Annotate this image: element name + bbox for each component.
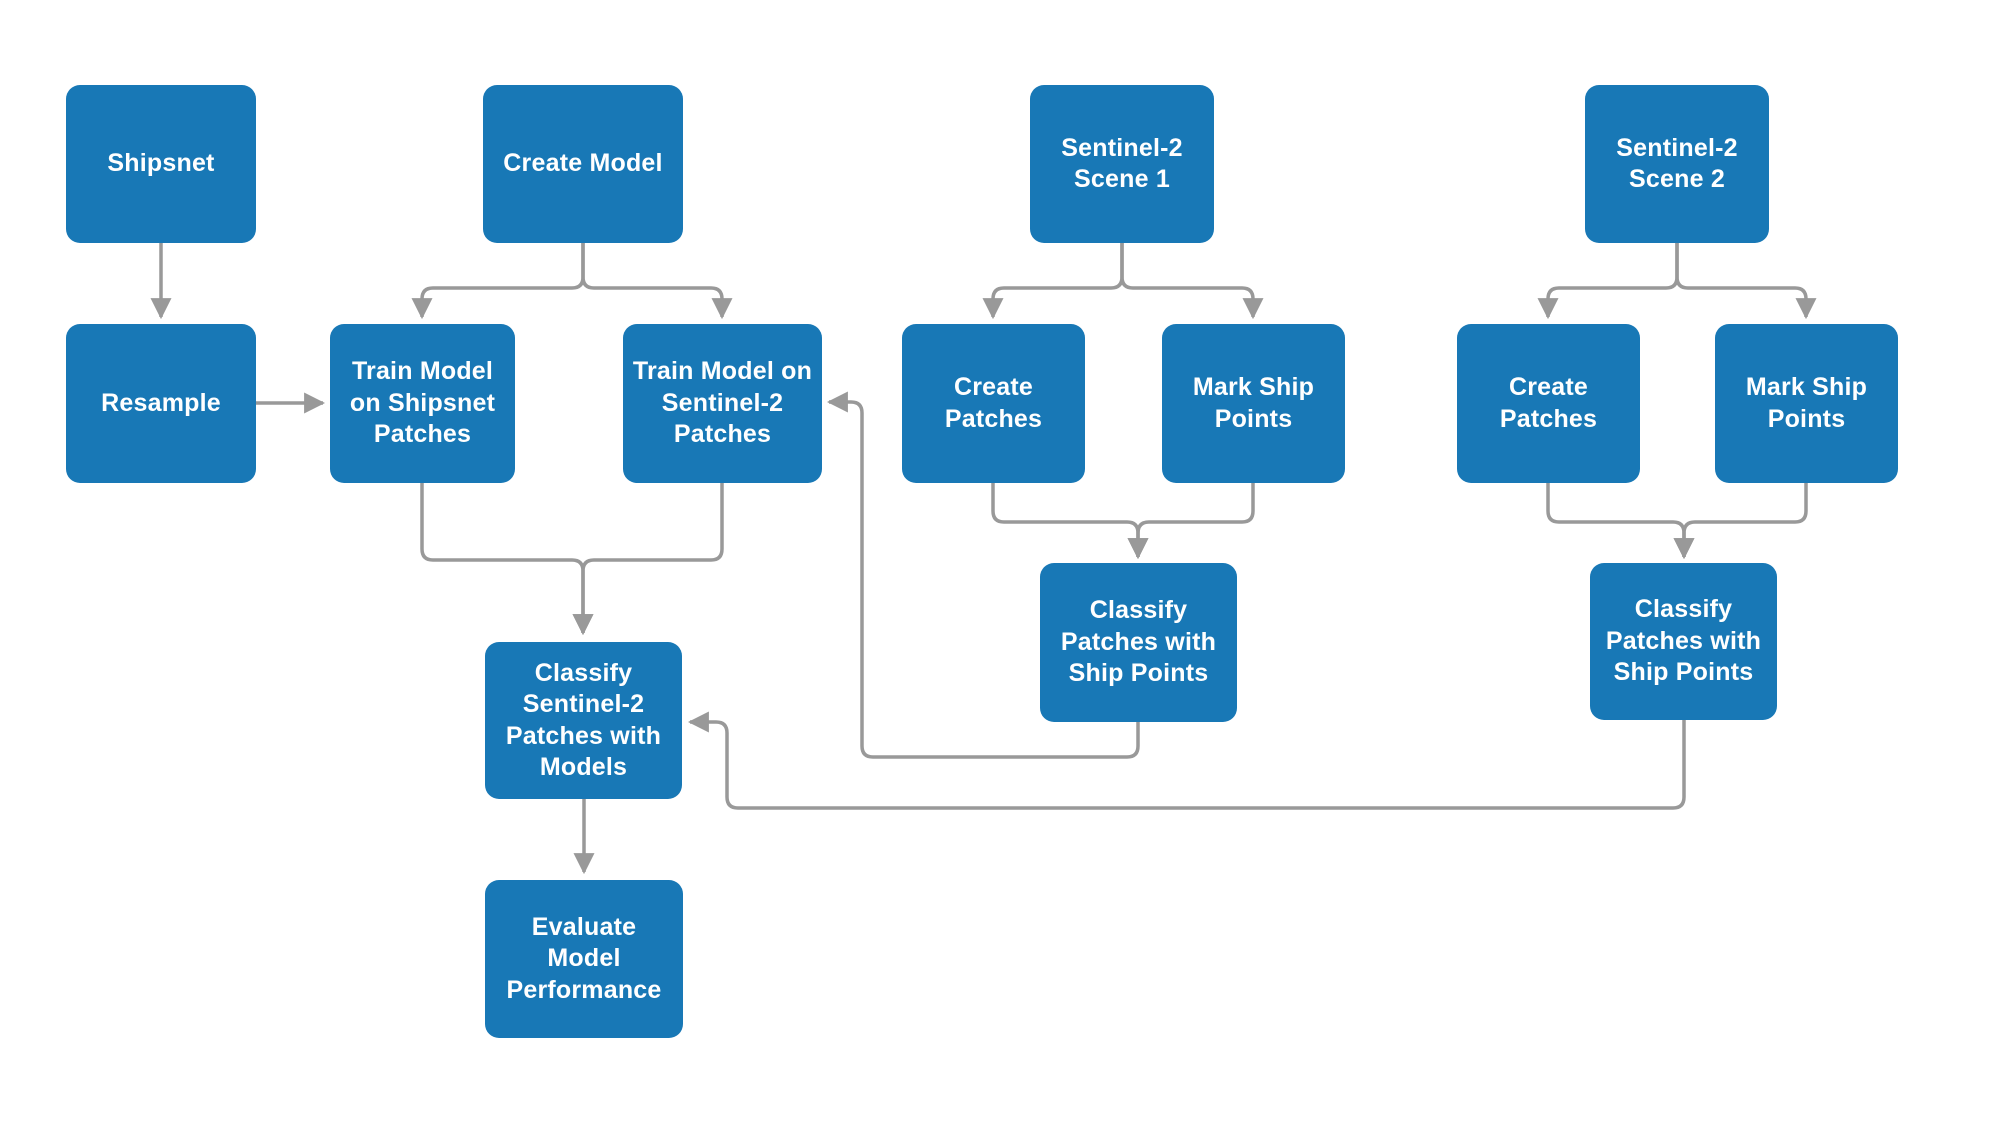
edge-scene2-to-create-patches-2 bbox=[1537, 243, 1679, 320]
edge-scene2-to-mark-ship-2 bbox=[1675, 243, 1817, 320]
node-sentinel2-scene-1-label: Sentinel-2 Scene 1 bbox=[1061, 133, 1183, 194]
node-create-model[interactable]: Create Model bbox=[483, 85, 683, 243]
node-create-patches-scene-2[interactable]: Create Patches bbox=[1457, 324, 1640, 483]
node-sentinel2-scene-1[interactable]: Sentinel-2 Scene 1 bbox=[1030, 85, 1214, 243]
edge-classify-sp-2-to-classify-models bbox=[687, 711, 1686, 810]
edge-mark-ship-2-to-classify-sp-2 bbox=[1673, 483, 1808, 560]
edge-create-model-to-train-sentinel bbox=[581, 243, 733, 320]
node-classify-sentinel2-patches-with-models-label: Classify Sentinel-2 Patches with Models bbox=[505, 658, 662, 782]
node-classify-sentinel2-patches-with-models[interactable]: Classify Sentinel-2 Patches with Models bbox=[485, 642, 682, 799]
node-train-model-on-shipsnet-patches[interactable]: Train Model on Shipsnet Patches bbox=[330, 324, 515, 483]
edge-scene1-to-create-patches-1 bbox=[982, 243, 1124, 320]
node-shipsnet[interactable]: Shipsnet bbox=[66, 85, 256, 243]
node-create-patches-scene-2-label: Create Patches bbox=[1499, 373, 1598, 433]
node-sentinel2-scene-2-label: Sentinel-2 Scene 2 bbox=[1616, 133, 1738, 194]
edge-mark-ship-1-to-classify-sp-1 bbox=[1127, 483, 1255, 560]
edge-create-model-to-train-shipsnet bbox=[411, 243, 585, 320]
edge-classify-sp-1-to-train-sentinel bbox=[826, 391, 1140, 759]
node-resample[interactable]: Resample bbox=[66, 324, 256, 483]
node-shipsnet-label: Shipsnet bbox=[107, 149, 215, 178]
node-classify-patches-with-ship-points-scene-1[interactable]: Classify Patches with Ship Points bbox=[1040, 563, 1237, 722]
node-mark-ship-points-scene-2[interactable]: Mark Ship Points bbox=[1715, 324, 1898, 483]
node-train-model-on-sentinel2-patches[interactable]: Train Model on Sentinel-2 Patches bbox=[623, 324, 822, 483]
node-train-model-on-sentinel2-patches-label: Train Model on Sentinel-2 Patches bbox=[632, 357, 813, 449]
node-classify-patches-with-ship-points-scene-1-label: Classify Patches with Ship Points bbox=[1060, 596, 1217, 688]
node-mark-ship-points-scene-1[interactable]: Mark Ship Points bbox=[1162, 324, 1345, 483]
edge-train-shipsnet-to-classify-models bbox=[420, 483, 594, 636]
node-create-model-label: Create Model bbox=[503, 149, 663, 178]
edge-create-patches-2-to-classify-sp-2 bbox=[1546, 483, 1695, 560]
node-mark-ship-points-scene-2-label: Mark Ship Points bbox=[1745, 373, 1868, 433]
node-classify-patches-with-ship-points-scene-2[interactable]: Classify Patches with Ship Points bbox=[1590, 563, 1777, 720]
node-create-patches-scene-1[interactable]: Create Patches bbox=[902, 324, 1085, 483]
node-create-patches-scene-1-label: Create Patches bbox=[944, 373, 1043, 433]
node-train-model-on-shipsnet-patches-label: Train Model on Shipsnet Patches bbox=[349, 357, 496, 449]
edge-scene1-to-mark-ship-1 bbox=[1120, 243, 1264, 320]
node-resample-label: Resample bbox=[101, 388, 221, 417]
node-evaluate-model-performance[interactable]: Evaluate Model Performance bbox=[485, 880, 683, 1038]
node-sentinel2-scene-2[interactable]: Sentinel-2 Scene 2 bbox=[1585, 85, 1769, 243]
node-evaluate-model-performance-label: Evaluate Model Performance bbox=[506, 912, 662, 1004]
edge-create-patches-1-to-classify-sp-1 bbox=[991, 483, 1149, 560]
edge-train-sentinel-to-classify-models bbox=[572, 483, 724, 636]
node-mark-ship-points-scene-1-label: Mark Ship Points bbox=[1192, 373, 1315, 433]
node-classify-patches-with-ship-points-scene-2-label: Classify Patches with Ship Points bbox=[1605, 595, 1762, 687]
